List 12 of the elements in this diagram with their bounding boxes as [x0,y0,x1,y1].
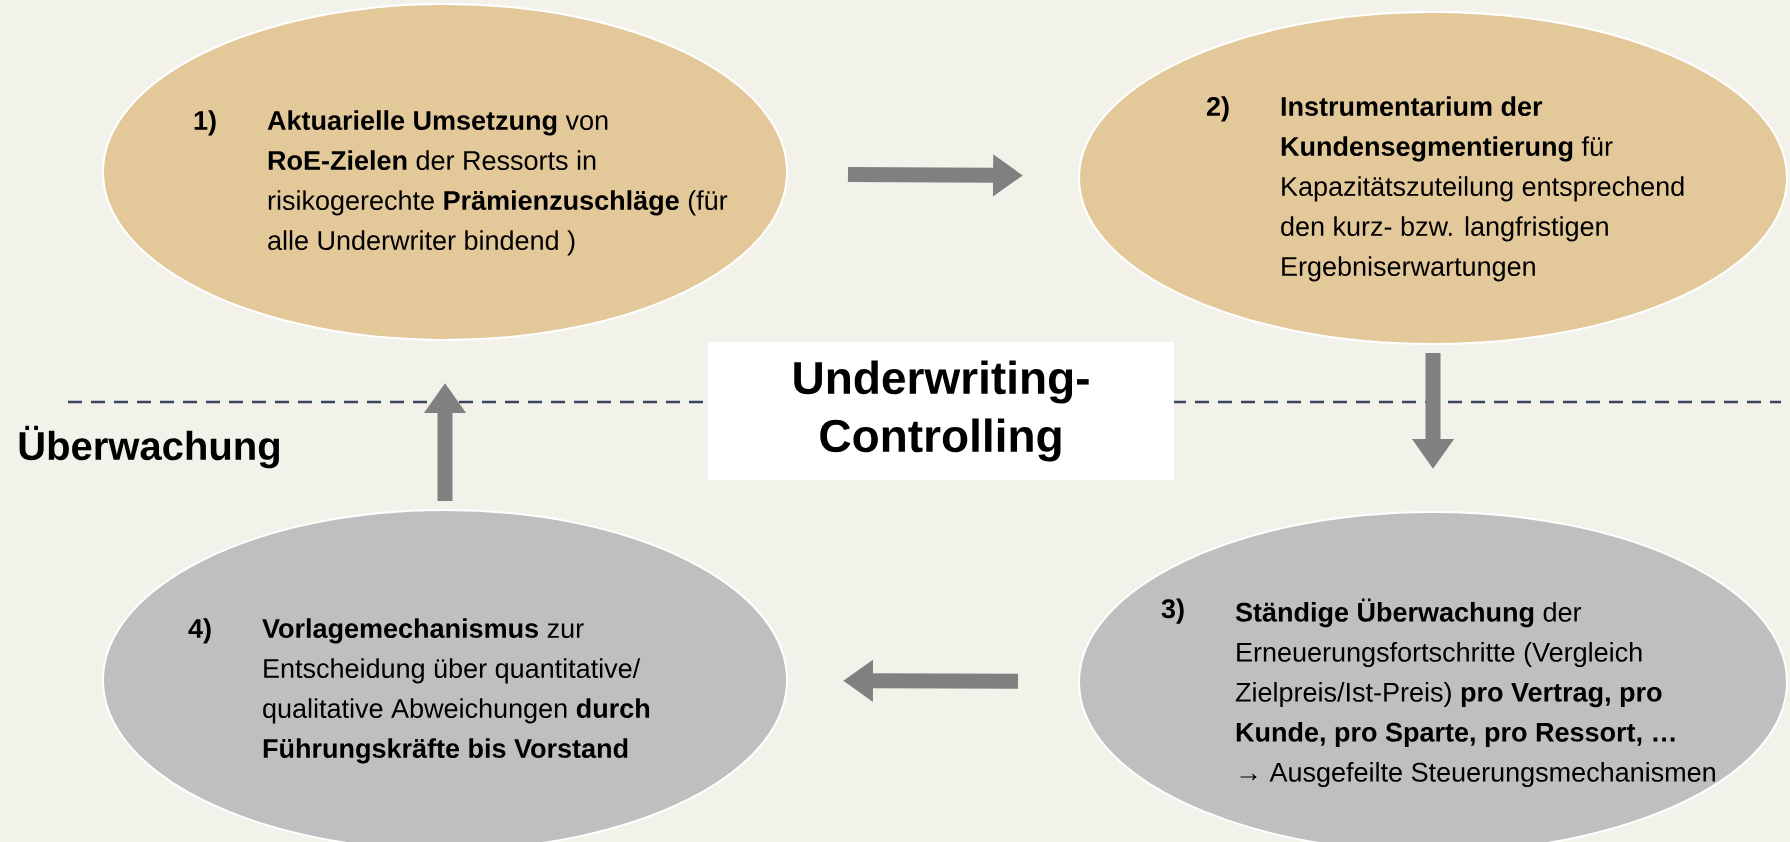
ellipse-node [1078,11,1788,345]
title-box: Underwriting- Controlling [708,342,1174,480]
node-text: 3) Ständige Überwachung der Erneuerungsfortschritte (Vergleich Zielpreis/Ist-Preis) pro Vertrag, pro Kunde, pro Sparte, pro Ressort, … → Ausgefeilte Steuerungsmechanismen [1161,598,1715,788]
node-text: 4) Vorlagemechanismus zur Entscheidung über quantitative/ qualitative Abweichungen durch Führungskräfte bis Vorstand [188,618,650,764]
ellipse-node [102,3,788,341]
node-text: 1) Aktuarielle Umsetzung von RoE-Zielen der Ressorts in risikogerechte Prämienzuschläge (für alle Underwriter bindend ) [194,110,728,256]
ellipse-node [1078,511,1788,842]
node-label: 1) [194,110,216,136]
node-label: Aktuarielle Umsetzung von RoE-Zielen der Ressorts in risikogerechte Prämienzuschläge (für alle Underwriter bindend ) [267,110,728,256]
section-label: Überwachung [19,425,279,469]
ellipse-node [102,509,788,842]
node-text: 2) Instrumentarium der Kundensegmentierung für Kapazitätszuteilung entsprechend den kurz- bzw. langfristigen Ergebniserwartungen [1206,96,1684,282]
